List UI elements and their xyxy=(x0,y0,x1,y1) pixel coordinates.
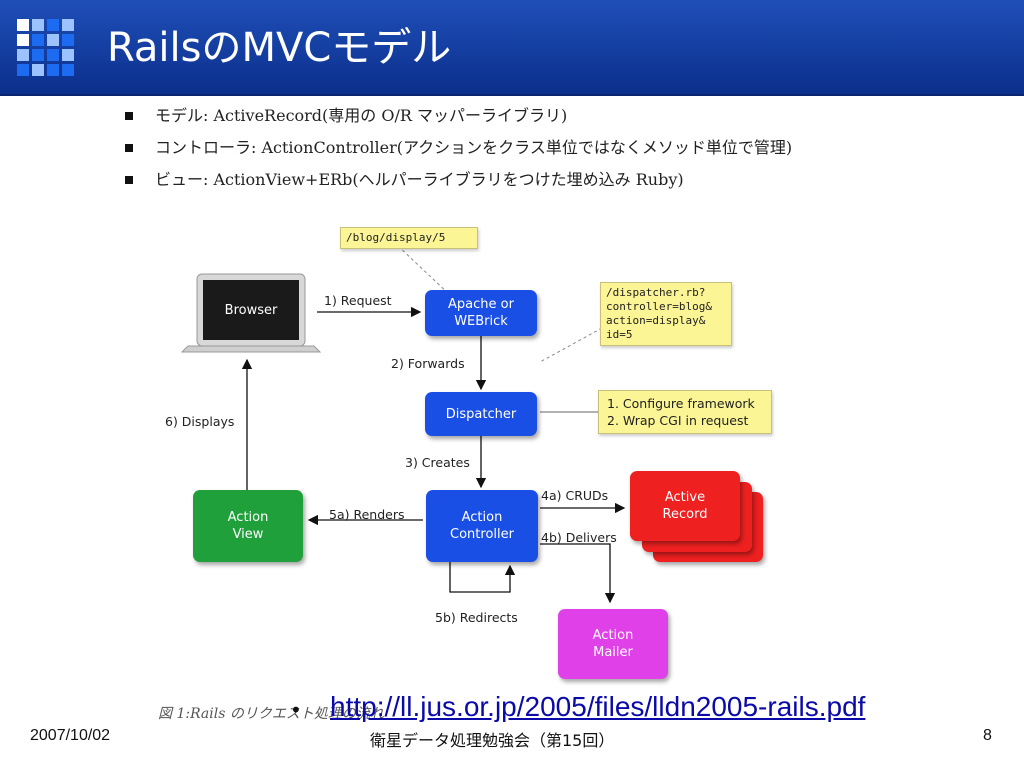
laptop-icon xyxy=(180,273,322,353)
dispatcher-node: Dispatcher xyxy=(425,392,537,436)
edge-label-request: 1) Request xyxy=(324,293,392,308)
edge-label-cruds: 4a) CRUDs xyxy=(541,488,609,503)
bullet-list: モデル: ActiveRecord(専用の O/R マッパーライブラリ) コント… xyxy=(120,100,900,196)
square-bullet-icon xyxy=(125,175,133,184)
bullet-text: モデル: ActiveRecord(専用の O/R マッパーライブラリ) xyxy=(155,106,568,125)
edge-label-creates: 3) Creates xyxy=(405,455,470,470)
action-mailer-node: Action Mailer xyxy=(558,609,668,679)
apache-node: Apache or WEBrick xyxy=(425,290,537,336)
link-bullet-icon: • xyxy=(290,698,302,722)
active-record-label: Active Record xyxy=(662,490,708,522)
slide-title: RailsのMVCモデル xyxy=(107,25,452,71)
dispatcher-tasks-note: 1. Configure framework 2. Wrap CGI in re… xyxy=(598,390,772,434)
bullet-view: ビュー: ActionView+ERb(ヘルパーライブラリをつけた埋め込み Ru… xyxy=(120,164,900,196)
footer-date: 2007/10/02 xyxy=(30,727,111,744)
edge-label-forwards: 2) Forwards xyxy=(391,356,465,371)
page-number: 8 xyxy=(983,727,992,744)
edge-label-delivers: 4b) Delivers xyxy=(541,530,617,545)
dispatcher-params-note: /dispatcher.rb? controller=blog& action=… xyxy=(600,282,732,346)
footer-event: 衛星データ処理勉強会（第15回） xyxy=(370,731,615,750)
square-bullet-icon xyxy=(125,111,133,120)
edge-label-renders: 5a) Renders xyxy=(329,507,405,522)
bullet-controller: コントローラ: ActionController(アクションをクラス単位ではなく… xyxy=(120,132,900,164)
bullet-model: モデル: ActiveRecord(専用の O/R マッパーライブラリ) xyxy=(120,100,900,132)
bullet-text: コントローラ: ActionController(アクションをクラス単位ではなく… xyxy=(155,138,793,157)
figure-caption: 図 1:Rails のリクエスト処理の流れ xyxy=(158,706,384,722)
grid-logo-icon xyxy=(17,19,75,77)
url-note: /blog/display/5 xyxy=(340,227,478,249)
reference-link[interactable]: http://ll.jus.or.jp/2005/files/lldn2005-… xyxy=(330,691,866,722)
diagram-connectors xyxy=(180,245,626,604)
edge-label-redirects: 5b) Redirects xyxy=(435,610,518,625)
mvc-diagram: Browser Apache or WEBrick Dispatcher Act… xyxy=(150,200,830,700)
action-controller-node: Action Controller xyxy=(426,490,538,562)
bullet-text: ビュー: ActionView+ERb(ヘルパーライブラリをつけた埋め込み Ru… xyxy=(155,170,684,189)
browser-node: Browser xyxy=(224,302,278,318)
action-view-node: Action View xyxy=(193,490,303,562)
title-bar: RailsのMVCモデル xyxy=(0,0,1024,96)
square-bullet-icon xyxy=(125,143,133,152)
active-record-node: Active Record xyxy=(630,471,740,541)
edge-label-displays: 6) Displays xyxy=(165,414,235,429)
